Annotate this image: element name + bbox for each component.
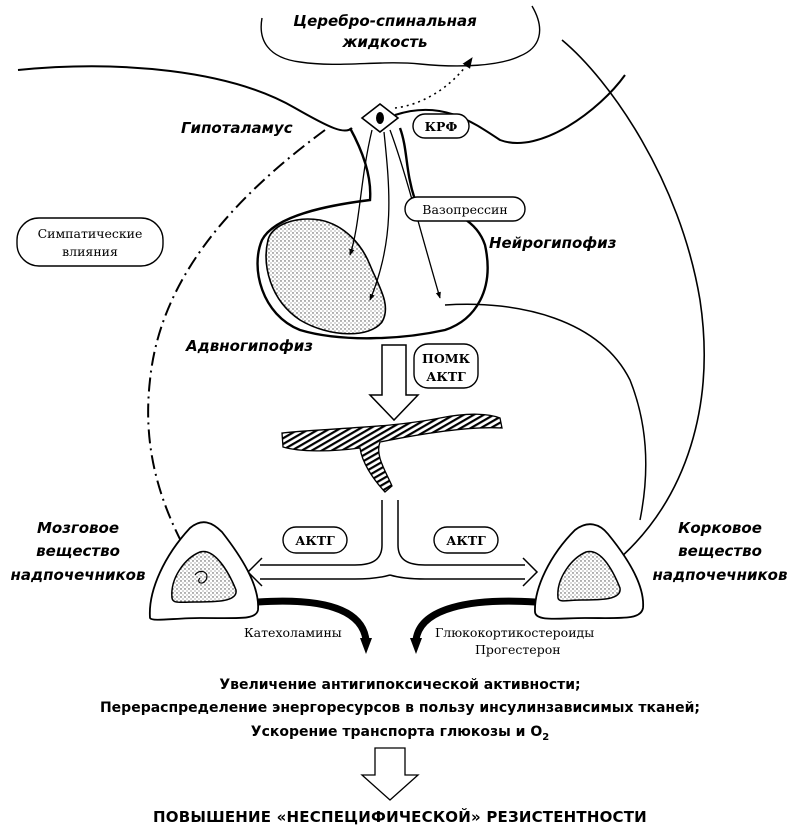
blood-vessel — [281, 413, 503, 493]
neuron-nucleus — [376, 112, 384, 124]
medulla-label-line3: надпочечников — [11, 566, 146, 584]
effect-line-3: Ускорение транспорта глюкозы и O2 — [251, 724, 549, 743]
vessel-branch-right-inner — [389, 574, 525, 580]
result-text: ПОВЫШЕНИЕ «НЕСПЕЦИФИЧЕСКОЙ» РЕЗИСТЕНТНОС… — [153, 807, 647, 826]
brain-contour-right — [394, 74, 626, 144]
vasopressin-label: Вазопрессин — [422, 202, 507, 217]
crf-axon — [349, 129, 373, 256]
glucocorticoid-arrowhead — [410, 638, 422, 654]
glucocorticoids-label: Глюкокортикостероиды — [435, 625, 594, 640]
brain-contour-left — [17, 65, 353, 132]
csf-region: Церебро-спинальная жидкость — [260, 5, 541, 67]
adrenal-medulla — [149, 521, 259, 621]
crf-label: КРФ — [425, 119, 458, 134]
sympathetic-label-line2: влияния — [62, 244, 118, 259]
glucocorticoid-flow — [412, 597, 536, 641]
neurohypophysis-label: Нейрогипофиз — [489, 234, 617, 252]
catecholamines-label: Катехоламины — [244, 625, 342, 640]
sympathetic-box — [16, 217, 164, 267]
csf-label-line2: жидкость — [341, 33, 427, 51]
vessel-branch-right-outer — [397, 500, 525, 566]
vasopressin-box — [404, 196, 526, 222]
hypothalamus-label: Гипоталамус — [181, 119, 293, 137]
progesterone-label: Прогестерон — [475, 642, 561, 657]
cortex-pathway-outer — [561, 39, 705, 566]
adrenal-cortex — [534, 523, 644, 620]
cortex-label-line1: Корковое — [678, 519, 762, 537]
pomc-label-line1: ПОМК — [422, 351, 471, 366]
vessel-branch-left-inner — [260, 574, 391, 580]
medulla-label-line1: Мозговое — [37, 519, 119, 537]
neuron-axon-2 — [369, 131, 390, 301]
acth-right-arrowhead — [522, 557, 539, 587]
adenohypophysis-label: Адвногипофиз — [185, 337, 313, 355]
sympathetic-pathway — [147, 129, 326, 576]
medulla-label-line2: вещество — [36, 542, 120, 560]
vasopressin-pathway — [444, 303, 647, 521]
pomc-down-arrow — [368, 344, 420, 422]
crf-box — [412, 113, 470, 139]
csf-label-line1: Церебро-спинальная — [293, 12, 477, 30]
effect-line-1: Увеличение антигипоксической активности; — [219, 677, 580, 693]
vessel-branch-left-outer — [260, 500, 383, 566]
adenohypophysis-lobe — [265, 218, 387, 335]
catecholamine-arrowhead — [360, 638, 372, 654]
acth-right-label: АКТГ — [446, 533, 486, 548]
acth-right-box — [433, 526, 499, 554]
acth-left-label: АКТГ — [295, 533, 335, 548]
acth-left-box — [282, 526, 348, 554]
csf-dotted-arrow — [394, 57, 473, 109]
effect-line-2: Перераспределение энергоресурсов в польз… — [100, 700, 700, 716]
pomc-label-line2: АКТГ — [426, 369, 466, 384]
pomc-box — [413, 343, 479, 389]
sympathetic-label-line1: Симпатические — [38, 226, 143, 241]
catecholamine-flow — [257, 597, 370, 641]
result-arrow — [360, 747, 420, 801]
cortex-label-line2: вещество — [678, 542, 762, 560]
cortex-label-line3: надпочечников — [653, 566, 788, 584]
